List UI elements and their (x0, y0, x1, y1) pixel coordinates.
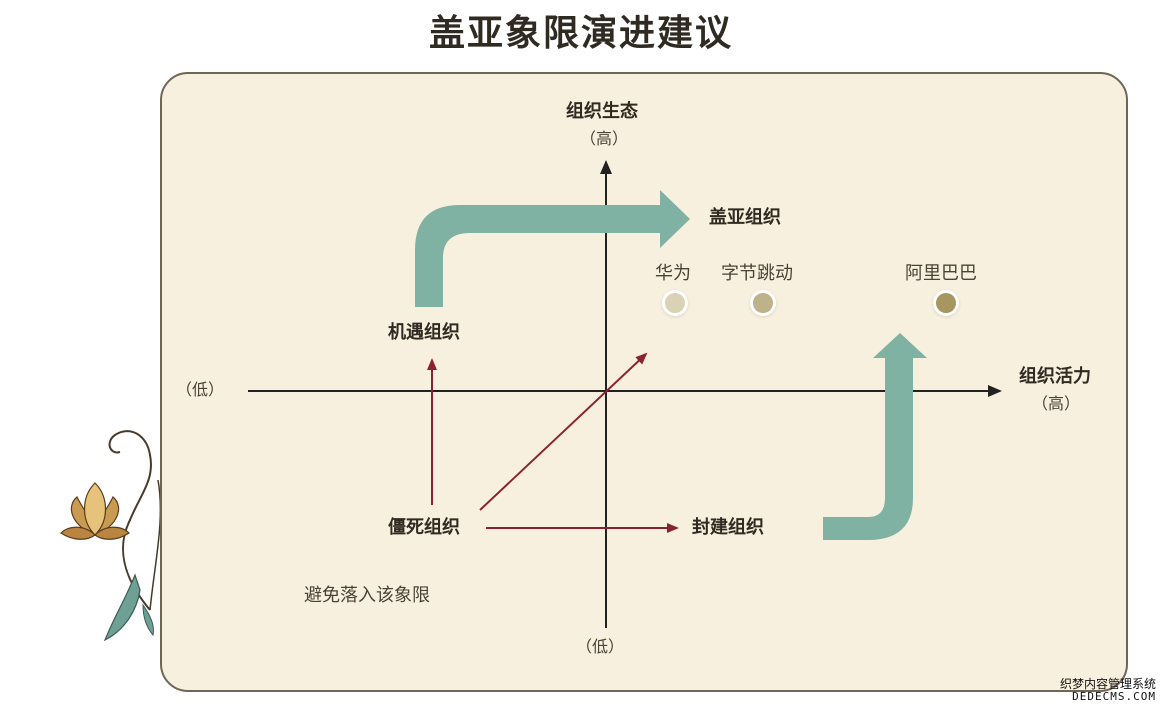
watermark-line2: DEDECMS.COM (1072, 690, 1156, 704)
x-axis-label: 组织活力 (1019, 366, 1091, 387)
teal-arrow-up-right (823, 333, 927, 540)
company-dot-bytedance (753, 293, 773, 313)
page-title: 盖亚象限演进建议 (428, 12, 733, 54)
company-label-alibaba: 阿里巴巴 (905, 263, 977, 284)
node-opportunity: 机遇组织 (388, 322, 460, 343)
x-axis-low: （低） (176, 380, 225, 399)
red-arrow-diagonal (479, 352, 648, 511)
lotus-flower-icon (60, 430, 162, 642)
node-feudal: 封建组织 (692, 517, 764, 538)
company-dot-huawei (665, 293, 685, 313)
y-axis-low: （低） (576, 637, 625, 656)
company-label-huawei: 华为 (655, 263, 691, 284)
x-axis-high: （高） (1032, 394, 1081, 413)
node-gaia: 盖亚组织 (709, 207, 781, 228)
company-dot-alibaba (936, 293, 956, 313)
watermark-line1: 织梦内容管理系统 (1059, 676, 1156, 691)
avoid-note: 避免落入该象限 (304, 585, 430, 606)
teal-arrow-to-gaia (415, 190, 690, 307)
node-dead: 僵死组织 (388, 517, 460, 538)
diagram-panel (160, 72, 1128, 692)
watermark: 织梦内容管理系统 DEDECMS.COM (1059, 676, 1156, 704)
y-axis-label: 组织生态 (566, 101, 638, 122)
y-axis-high: （高） (580, 129, 629, 148)
company-label-bytedance: 字节跳动 (721, 263, 793, 284)
